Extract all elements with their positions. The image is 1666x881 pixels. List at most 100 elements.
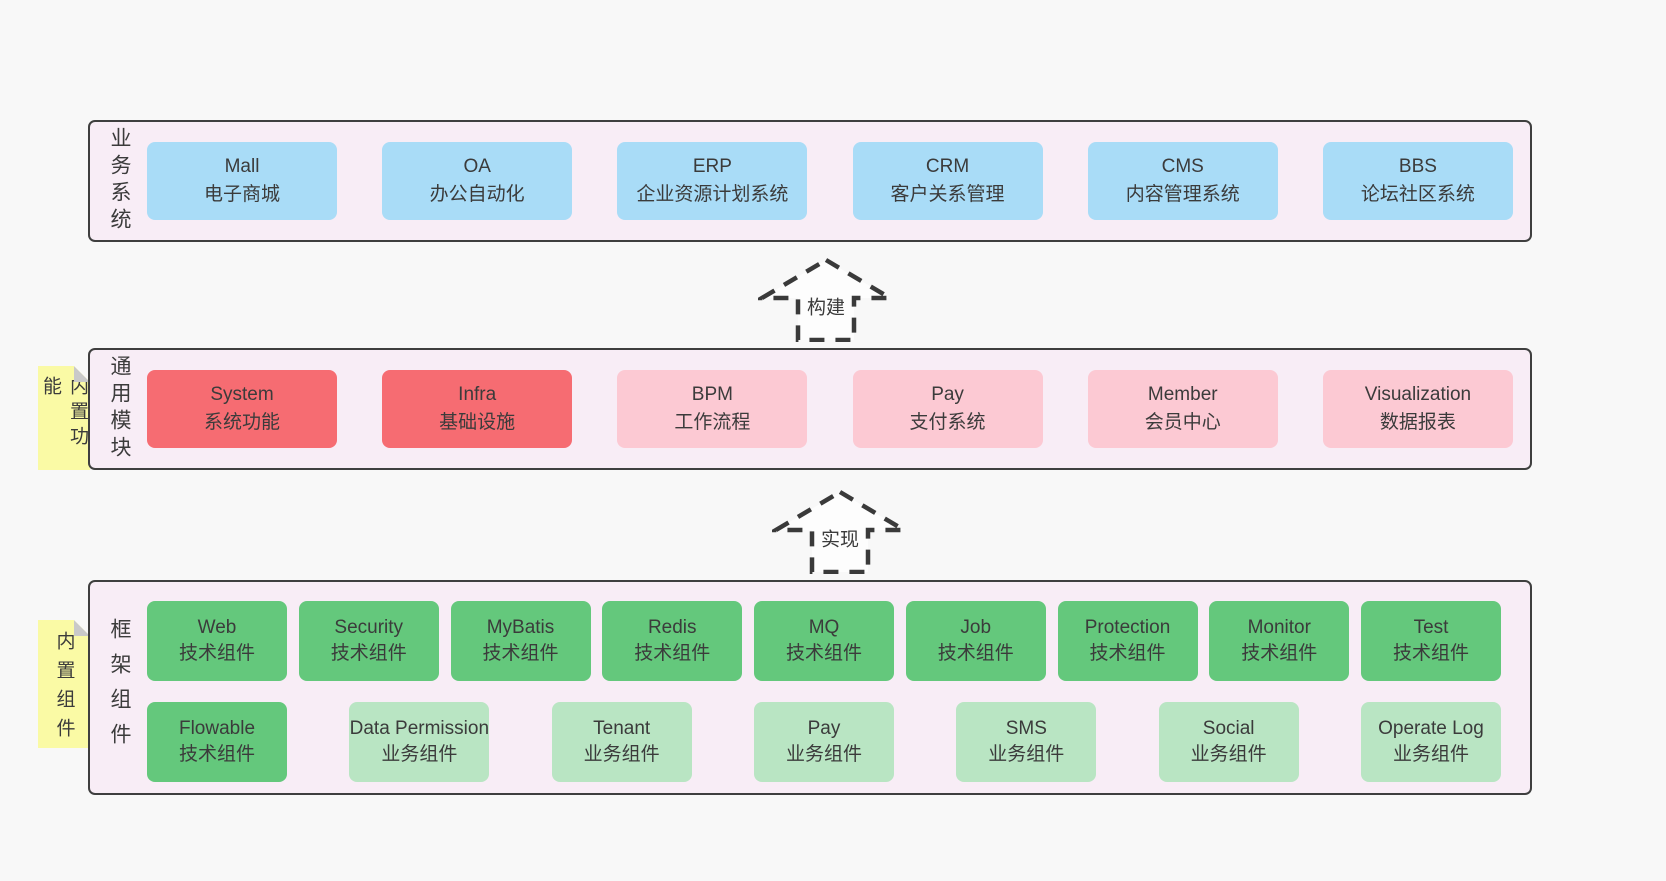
- box-cms-zh: 内容管理系统: [1125, 184, 1240, 205]
- box-test-zh: 技术组件: [1392, 643, 1469, 664]
- box-bpm-zh: 工作流程: [674, 412, 751, 433]
- box-sms: SMS 业务组件: [956, 702, 1097, 782]
- box-member-zh: 会员中心: [1144, 412, 1221, 433]
- box-bpm-en: BPM: [691, 384, 733, 406]
- box-tenant: Tenant 业务组件: [551, 702, 692, 782]
- band-components-label: 框架组件: [102, 582, 136, 793]
- sticky-built-in-components-text: 内置组件: [53, 631, 75, 747]
- band-modules-label: 通用模块: [102, 350, 136, 468]
- box-erp-zh: 企业资源计划系统: [636, 184, 789, 205]
- box-crm-en: CRM: [925, 156, 970, 178]
- box-mybatis: MyBatis 技术组件: [450, 601, 591, 681]
- band-common-modules: 通用模块 System 系统功能 Infra 基础设施 BPM 工作流程 Pay…: [88, 348, 1532, 470]
- box-monitor-zh: 技术组件: [1241, 643, 1318, 664]
- box-infra-en: Infra: [458, 384, 497, 406]
- box-flowable-zh: 技术组件: [178, 744, 255, 765]
- box-test-en: Test: [1413, 617, 1449, 639]
- box-protection: Protection 技术组件: [1057, 601, 1198, 681]
- box-social-en: Social: [1202, 718, 1255, 740]
- components-grid: Web 技术组件 Security 技术组件 MyBatis 技术组件 Redi…: [147, 601, 1501, 782]
- box-visualization: Visualization 数据报表: [1322, 370, 1513, 448]
- box-job-zh: 技术组件: [937, 643, 1014, 664]
- box-bpm: BPM 工作流程: [617, 370, 808, 448]
- box-mq-en: MQ: [808, 617, 840, 639]
- box-pay-component-en: Pay: [807, 718, 841, 740]
- box-pay-module-en: Pay: [931, 384, 964, 406]
- box-social-zh: 业务组件: [1190, 744, 1267, 765]
- box-sms-zh: 业务组件: [988, 744, 1065, 765]
- box-cms-en: CMS: [1161, 156, 1204, 178]
- arrow-implement: 实现: [772, 488, 908, 574]
- box-monitor-en: Monitor: [1247, 617, 1311, 639]
- box-oa: OA 办公自动化: [382, 142, 573, 220]
- box-visualization-en: Visualization: [1364, 384, 1472, 406]
- box-member: Member 会员中心: [1087, 370, 1278, 448]
- box-visualization-zh: 数据报表: [1379, 412, 1456, 433]
- box-job-en: Job: [960, 617, 992, 639]
- box-system-en: System: [210, 384, 274, 406]
- box-mall-en: Mall: [224, 156, 260, 178]
- box-protection-zh: 技术组件: [1089, 643, 1166, 664]
- box-erp: ERP 企业资源计划系统: [617, 142, 808, 220]
- box-data-permission-zh: 业务组件: [381, 744, 458, 765]
- box-redis-zh: 技术组件: [634, 643, 711, 664]
- box-mq: MQ 技术组件: [754, 601, 894, 681]
- box-mybatis-zh: 技术组件: [482, 643, 559, 664]
- box-erp-en: ERP: [692, 156, 732, 178]
- box-infra: Infra 基础设施: [382, 370, 573, 448]
- sticky-note-built-in-features: 内置功能: [38, 366, 90, 470]
- box-bbs: BBS 论坛社区系统: [1322, 142, 1513, 220]
- box-web-en: Web: [197, 617, 237, 639]
- band-business-label: 业务系统: [102, 122, 136, 240]
- box-redis-en: Redis: [647, 617, 697, 639]
- box-member-en: Member: [1147, 384, 1218, 406]
- modules-boxes-row: System 系统功能 Infra 基础设施 BPM 工作流程 Pay 支付系统…: [147, 350, 1513, 468]
- sticky-note-built-in-components: 内置组件: [38, 620, 90, 748]
- box-bbs-zh: 论坛社区系统: [1360, 184, 1475, 205]
- box-pay-module-zh: 支付系统: [909, 412, 986, 433]
- band-business-label-text: 业务系统: [108, 127, 131, 235]
- arrow-implement-label: 实现: [817, 524, 863, 552]
- box-operate-log: Operate Log 业务组件: [1360, 702, 1501, 782]
- box-crm: CRM 客户关系管理: [852, 142, 1043, 220]
- box-bbs-en: BBS: [1398, 156, 1437, 178]
- box-data-permission-en: Data Permission: [349, 718, 490, 740]
- box-cms: CMS 内容管理系统: [1087, 142, 1278, 220]
- box-job: Job 技术组件: [905, 601, 1046, 681]
- box-operate-log-en: Operate Log: [1378, 718, 1484, 740]
- sticky-built-in-features-text: 内置功能: [40, 376, 88, 451]
- box-tenant-zh: 业务组件: [583, 744, 660, 765]
- box-operate-log-zh: 业务组件: [1392, 744, 1469, 765]
- box-protection-en: Protection: [1084, 617, 1171, 639]
- box-security-en: Security: [334, 617, 404, 639]
- box-flowable-en: Flowable: [178, 718, 256, 740]
- box-oa-zh: 办公自动化: [429, 184, 525, 205]
- box-security-zh: 技术组件: [330, 643, 407, 664]
- box-pay-component: Pay 业务组件: [753, 702, 894, 782]
- arrow-build: 构建: [758, 256, 894, 342]
- band-components-label-text: 框架组件: [108, 617, 131, 758]
- business-boxes-row: Mall 电子商城 OA 办公自动化 ERP 企业资源计划系统 CRM 客户关系…: [147, 122, 1513, 240]
- box-mybatis-en: MyBatis: [486, 617, 555, 639]
- box-system: System 系统功能: [147, 370, 337, 448]
- box-web-zh: 技术组件: [178, 643, 255, 664]
- box-social: Social 业务组件: [1158, 702, 1299, 782]
- box-system-zh: 系统功能: [203, 412, 280, 433]
- box-mall-zh: 电子商城: [203, 184, 280, 205]
- box-data-permission: Data Permission 业务组件: [349, 702, 490, 782]
- box-pay-module: Pay 支付系统: [852, 370, 1043, 448]
- box-crm-zh: 客户关系管理: [890, 184, 1005, 205]
- box-web: Web 技术组件: [147, 601, 287, 681]
- box-sms-en: SMS: [1005, 718, 1047, 740]
- box-flowable: Flowable 技术组件: [147, 702, 287, 782]
- box-infra-zh: 基础设施: [439, 412, 516, 433]
- box-test: Test 技术组件: [1361, 601, 1501, 681]
- band-modules-label-text: 通用模块: [108, 355, 131, 463]
- band-framework-components: 框架组件 Web 技术组件 Security 技术组件 MyBatis 技术组件…: [88, 580, 1532, 795]
- box-mq-zh: 技术组件: [785, 643, 862, 664]
- arrow-build-label: 构建: [803, 292, 849, 320]
- box-mall: Mall 电子商城: [147, 142, 337, 220]
- box-redis: Redis 技术组件: [602, 601, 743, 681]
- box-pay-component-zh: 业务组件: [785, 744, 862, 765]
- box-tenant-en: Tenant: [593, 718, 651, 740]
